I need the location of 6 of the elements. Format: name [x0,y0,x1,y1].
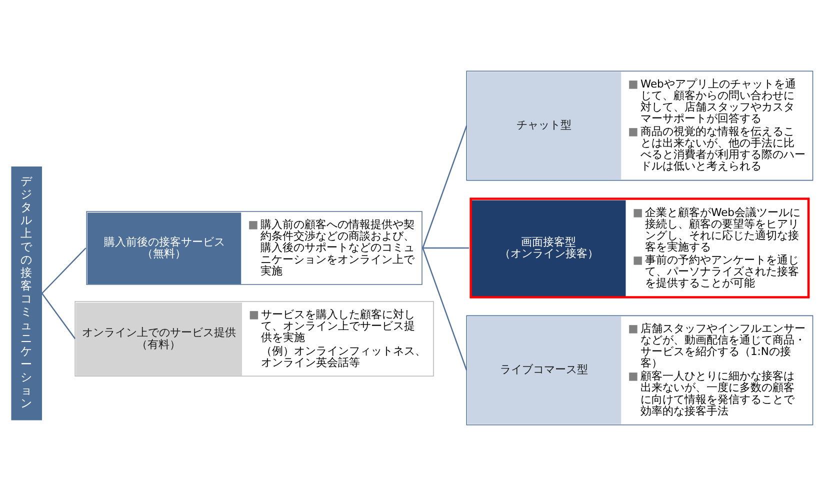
connector [42,292,76,339]
connector [422,246,469,248]
connector [42,247,86,294]
connector [422,247,468,370]
connector [422,124,468,248]
node-box: デジタル上での接客コミュニケーション [11,166,42,420]
